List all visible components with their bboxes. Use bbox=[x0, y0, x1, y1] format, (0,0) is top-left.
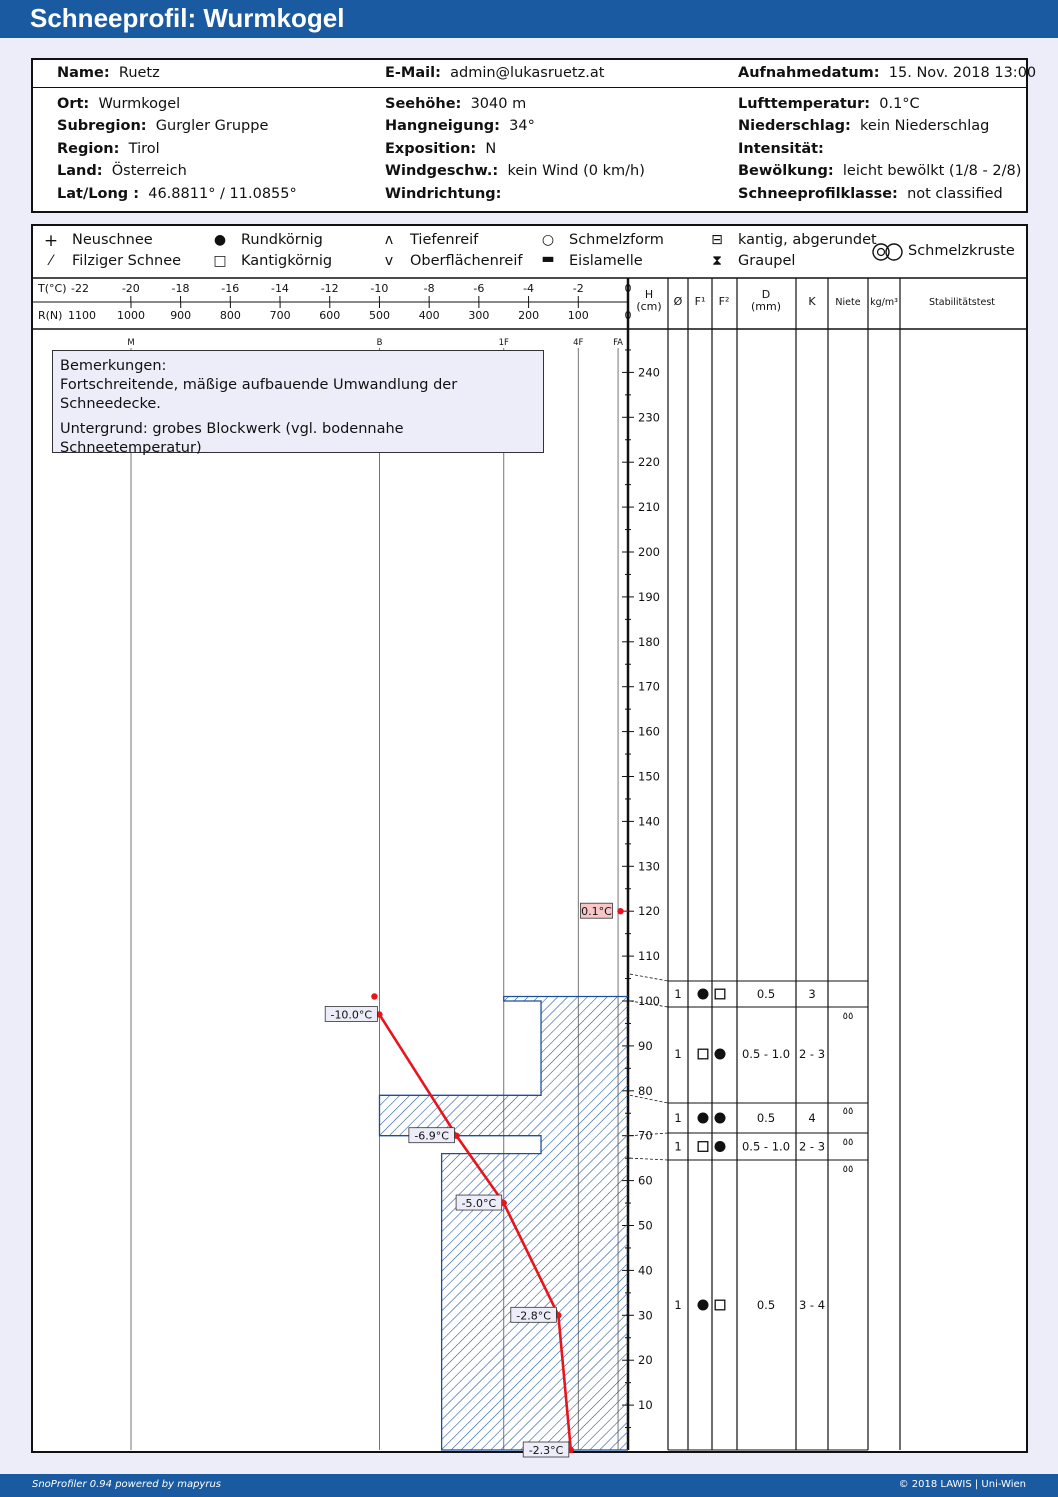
caret-down-icon: v bbox=[384, 253, 394, 269]
remarks-box: Bemerkungen: Fortschreitende, mäßige auf… bbox=[52, 350, 544, 456]
legend-schmelzkruste: Schmelzkruste bbox=[908, 243, 1015, 259]
profile-info-box: Name: Ruetz E-Mail: admin@lukasruetz.at … bbox=[31, 58, 1036, 213]
remarks-untergrund: Untergrund: grobes Blockwerk (vgl. boden… bbox=[60, 421, 404, 456]
klasse-value: not classified bbox=[907, 186, 1003, 202]
region-row: Region: Tirol bbox=[57, 141, 160, 157]
exposition-value: N bbox=[485, 141, 497, 157]
ort-row: Ort: Wurmkogel bbox=[57, 96, 181, 112]
windgeschw-value: kein Wind (0 km/h) bbox=[507, 163, 645, 179]
legend-schmelzform: Schmelzform bbox=[569, 232, 664, 248]
date-row: Aufnahmedatum: 15. Nov. 2018 13:00 bbox=[738, 65, 1037, 81]
open-circle-icon: ○ bbox=[541, 232, 555, 248]
legend-kantig-abgerundet: kantig, abgerundet bbox=[738, 232, 877, 248]
name-value: Ruetz bbox=[118, 65, 160, 81]
subregion-row: Subregion: Gurgler Gruppe bbox=[57, 118, 269, 134]
name-row: Name: Ruetz bbox=[57, 65, 160, 81]
bewoelkung-row: Bewölkung: leicht bewölkt (1/8 - 2/8) bbox=[738, 163, 1022, 179]
legend-neuschnee: Neuschnee bbox=[72, 232, 153, 248]
remarks-text: Fortschreitende, mäßige aufbauende Umwan… bbox=[60, 377, 458, 412]
remarks-title: Bemerkungen: bbox=[60, 358, 167, 374]
windrichtung-row: Windrichtung: bbox=[385, 186, 502, 202]
region-value: Tirol bbox=[128, 141, 160, 157]
square-icon: □ bbox=[213, 253, 227, 269]
melt-crust-icon bbox=[872, 243, 903, 261]
intensitaet-row: Intensität: bbox=[738, 141, 824, 157]
ort-value: Wurmkogel bbox=[98, 96, 181, 112]
latlong-value: 46.8811° / 11.0855° bbox=[148, 186, 297, 202]
date-value: 15. Nov. 2018 13:00 bbox=[888, 65, 1037, 81]
filled-circle-icon: ● bbox=[213, 232, 227, 248]
footer-left: SnoProfiler 0.94 powered by mapyrus bbox=[32, 1479, 222, 1490]
bewoelkung-value: leicht bewölkt (1/8 - 2/8) bbox=[842, 163, 1022, 179]
hangneigung-row: Hangneigung: 34° bbox=[385, 118, 535, 134]
land-row: Land: Österreich bbox=[57, 163, 187, 179]
footer-right: © 2018 LAWIS | Uni-Wien bbox=[898, 1479, 1026, 1490]
lufttemp-value: 0.1°C bbox=[879, 96, 920, 112]
lufttemp-row: Lufttemperatur: 0.1°C bbox=[738, 96, 920, 112]
legend-oberflaechenreif: Oberflächenreif bbox=[410, 253, 523, 269]
windgeschw-row: Windgeschw.: kein Wind (0 km/h) bbox=[385, 163, 645, 179]
legend-rundkoernig: Rundkörnig bbox=[241, 232, 323, 248]
exposition-row: Exposition: N bbox=[385, 141, 497, 157]
legend-graupel: Graupel bbox=[738, 253, 796, 269]
subregion-value: Gurgler Gruppe bbox=[155, 118, 269, 134]
legend-tiefenreif: Tiefenreif bbox=[410, 232, 479, 248]
legend-filziger: Filziger Schnee bbox=[72, 253, 182, 269]
niederschlag-row: Niederschlag: kein Niederschlag bbox=[738, 118, 990, 134]
hangneigung-value: 34° bbox=[509, 118, 535, 134]
title-bar: Schneeprofil: Wurmkogel bbox=[0, 0, 1058, 38]
seehoehe-row: Seehöhe: 3040 m bbox=[385, 96, 527, 112]
bar-icon: ▬ bbox=[541, 251, 555, 267]
land-value: Österreich bbox=[111, 163, 187, 179]
info-divider bbox=[33, 87, 1026, 88]
seehoehe-value: 3040 m bbox=[470, 96, 527, 112]
latlong-row: Lat/Long : 46.8811° / 11.0855° bbox=[57, 186, 297, 202]
hourglass-icon: ⧗ bbox=[712, 253, 722, 269]
page-title: Schneeprofil: Wurmkogel bbox=[30, 3, 345, 33]
legend-eislamelle: Eislamelle bbox=[569, 253, 643, 269]
lock-square-icon: ⊟ bbox=[711, 232, 723, 248]
email-value: admin@lukasruetz.at bbox=[450, 65, 605, 81]
slash-icon: ⁄ bbox=[49, 253, 53, 269]
klasse-row: Schneeprofilklasse: not classified bbox=[738, 186, 1003, 202]
plus-icon: + bbox=[43, 231, 59, 251]
niederschlag-value: kein Niederschlag bbox=[860, 118, 990, 134]
caret-up-icon: ʌ bbox=[384, 232, 394, 248]
email-row: E-Mail: admin@lukasruetz.at bbox=[385, 65, 605, 81]
footer: SnoProfiler 0.94 powered by mapyrus © 20… bbox=[0, 1474, 1058, 1497]
legend-kantigkoernig: Kantigkörnig bbox=[241, 253, 333, 269]
